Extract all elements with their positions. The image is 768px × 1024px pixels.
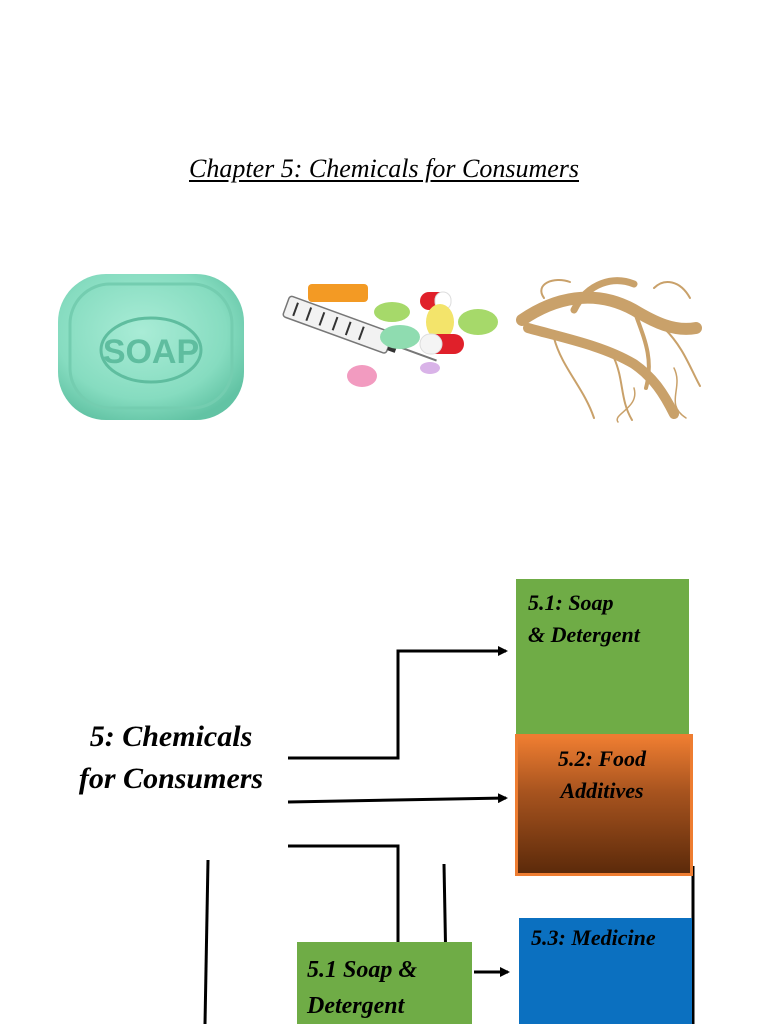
- box-label-line2: & Detergent: [528, 622, 640, 647]
- connector-to-5-1: [288, 646, 508, 760]
- box-label-line1: 5.3: Medicine: [531, 925, 656, 950]
- box-food-additives: 5.2: Food Additives: [515, 734, 693, 876]
- box-label-line2: Detergent: [307, 993, 405, 1019]
- pill: [347, 365, 377, 387]
- soap-bar-image: SOAP: [58, 274, 244, 420]
- box-label-line1: 5.1: Soap: [528, 590, 614, 615]
- connector-to-5-2: [287, 793, 508, 804]
- soap-body: [58, 274, 244, 420]
- pill: [458, 309, 498, 335]
- box-label-line1: 5.1 Soap &: [307, 957, 418, 983]
- box-label-line2: Additives: [560, 778, 644, 803]
- page-title: Chapter 5: Chemicals for Consumers: [189, 154, 579, 183]
- soap-top-face: [68, 282, 234, 410]
- main-topic-line2: for Consumers: [78, 762, 264, 795]
- orange-cap: [308, 284, 368, 302]
- ginseng-root-image: [516, 277, 702, 423]
- main-topic-line1: 5: Chemicals: [89, 720, 253, 753]
- medicine-image: [282, 284, 498, 387]
- main-topic-label: 5: Chemicals for Consumers: [56, 716, 286, 800]
- pill: [420, 362, 440, 374]
- box-label-line1: 5.2: Food: [558, 746, 646, 771]
- box-soap-detergent-sub: 5.1 Soap & Detergent: [297, 942, 472, 1024]
- connector-down: [288, 844, 400, 945]
- pill: [374, 302, 410, 322]
- capsule: [419, 333, 443, 355]
- box-medicine: 5.3: Medicine: [519, 918, 692, 1024]
- box-soap-detergent: 5.1: Soap & Detergent: [516, 579, 689, 734]
- soap-emblem: [99, 316, 203, 384]
- pill: [426, 304, 454, 340]
- pill: [380, 325, 420, 349]
- connector-vertical-left: [203, 859, 210, 1024]
- soap-emblem-text: SOAP: [103, 333, 199, 371]
